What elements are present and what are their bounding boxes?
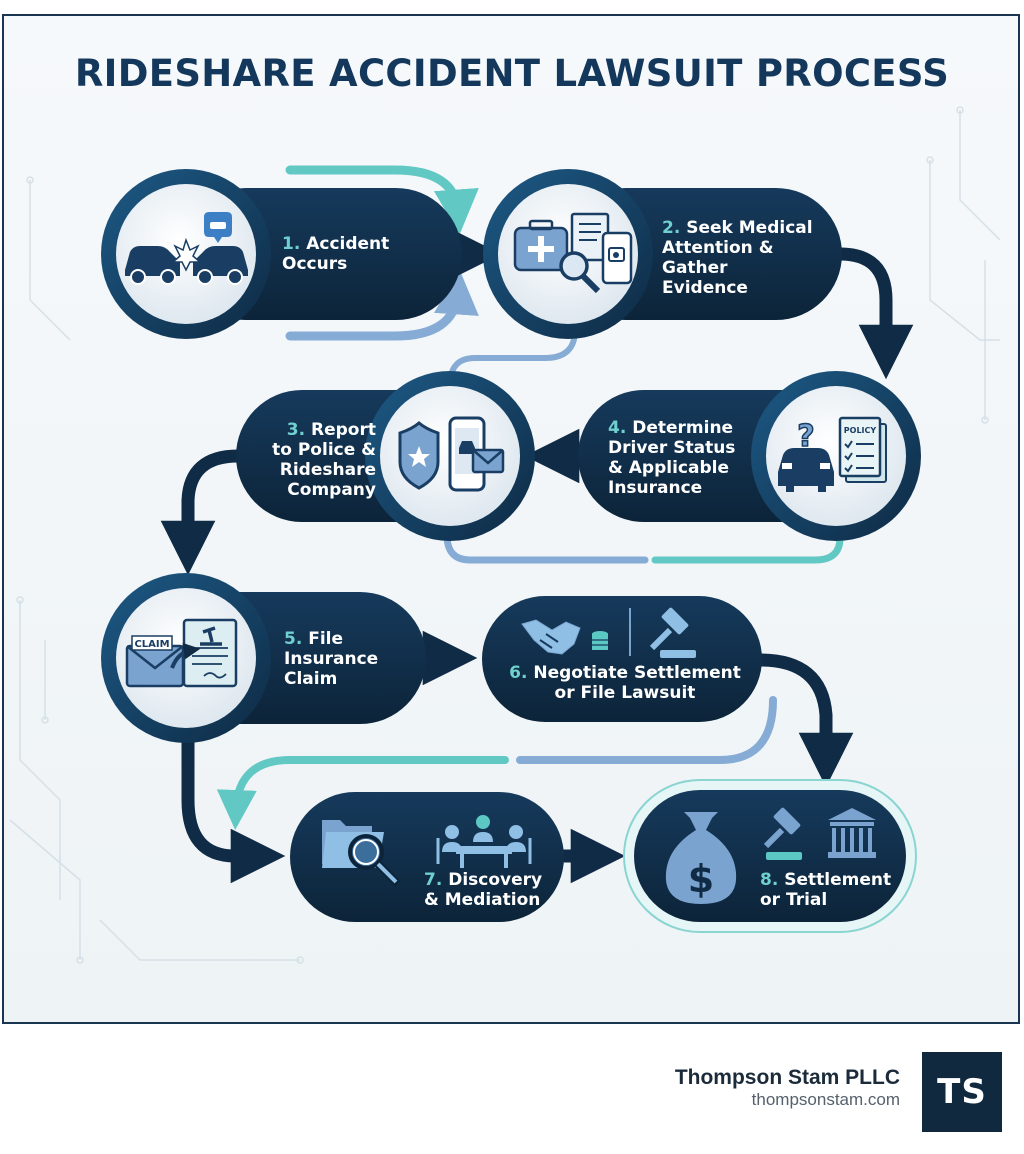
step-7-text: Discovery & Mediation [424,870,543,910]
folder-search-meeting-icon [322,815,532,887]
step-8-label: 8. Settlement or Trial [760,870,891,910]
step-2-number: 2. [662,218,681,238]
police-badge-phone-icon [398,416,505,492]
page-title: RIDESHARE ACCIDENT LAWSUIT PROCESS [74,52,950,95]
step-2-node [483,169,842,339]
svg-text:?: ? [797,419,814,454]
policy-doc-label: POLICY [844,426,877,435]
blue-loop-2-3 [447,327,578,388]
step-3-label: 3. Report to Police & Rideshare Company [266,420,376,500]
blue-return-loop [516,696,777,764]
teal-arrow-1-2 [285,165,479,235]
step-7-node [290,792,564,922]
step-4-label: 4. Determine Driver Status & Applicable … [608,418,735,498]
navy-arrow-5-7 [181,713,286,884]
company-website: thompsonstam.com [751,1090,900,1109]
step-6-text: Negotiate Settlement or File Lawsuit [533,663,741,703]
step-3-number: 3. [286,420,306,440]
step-5-number: 5. [284,629,303,649]
step-3-text: Report to Police & Rideshare Company [272,420,376,500]
blue-arrow-1-2 [285,269,479,341]
step-8-node: $ [623,779,917,933]
step-2-label: 2. Seek Medical Attention & Gather Evide… [662,218,813,298]
car-policy-icon: ? POLICY [778,416,887,492]
navy-arrow-6-8 [753,653,854,788]
step-1-label: 1. Accident Occurs [282,234,389,274]
circuit-decoration [9,106,1001,964]
money-bag-courthouse-icon: $ [665,807,876,904]
step-7-label: 7. Discovery & Mediation [424,870,542,910]
step-5-label: 5. File Insurance Claim [284,629,378,689]
teal-return-arrow [216,756,509,830]
step-6-number: 6. [509,663,528,683]
connectors [160,165,914,884]
step-1-node [101,169,462,339]
handshake-gavel-icon [521,607,696,658]
claim-envelope-icon: CLAIM [125,618,238,688]
step-2-text: Seek Medical Attention & Gather Evidence [662,218,813,298]
step-6-node [482,596,762,722]
step-8-number: 8. [760,870,779,890]
step-4-text: Determine Driver Status & Applicable Ins… [608,418,736,498]
step-4-node: ? POLICY [578,371,921,541]
step-6-label: 6. Negotiate Settlement or File Lawsuit [500,663,750,703]
claim-label: CLAIM [134,639,169,650]
step-7-number: 7. [424,870,443,890]
step-4-number: 4. [608,418,627,438]
step-8-text: Settlement or Trial [760,870,892,910]
step-1-text: Accident Occurs [282,234,390,274]
step-3-node [236,371,535,541]
step-5-text: File Insurance Claim [284,629,379,689]
step-5-node: CLAIM [101,573,426,743]
company-logo: TS [922,1052,1002,1132]
car-crash-icon [125,212,248,285]
medical-evidence-icon [513,212,633,294]
navy-arrow-3-5 [160,449,245,576]
step-1-number: 1. [282,234,301,254]
navy-arrow-2-4 [833,247,914,380]
company-name: Thompson Stam PLLC [674,1066,900,1089]
svg-text:$: $ [688,857,714,901]
